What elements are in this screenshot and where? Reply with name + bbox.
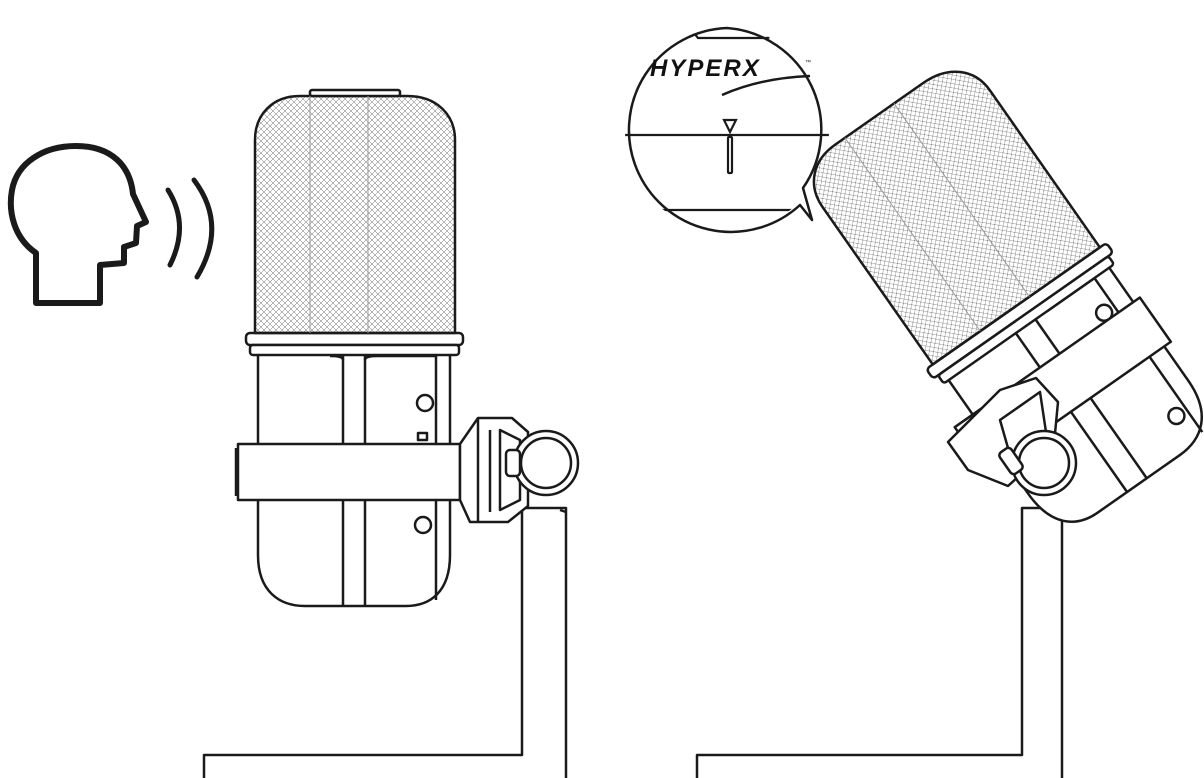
callout-brand-logo: HYPERX	[650, 55, 761, 82]
tilted-microphone	[695, 70, 1204, 778]
left-stand-base	[202, 506, 568, 778]
callout-trademark: ™	[805, 59, 811, 66]
right-stand-base	[695, 506, 1064, 778]
speaking-head-icon	[7, 143, 149, 306]
sound-waves-icon	[165, 177, 215, 280]
logo-callout: HYPERX ™	[625, 26, 829, 234]
left-mic-yoke	[236, 442, 462, 502]
upright-microphone	[202, 88, 580, 778]
left-mic-grille	[253, 94, 457, 335]
right-mic-grille	[812, 70, 1102, 366]
